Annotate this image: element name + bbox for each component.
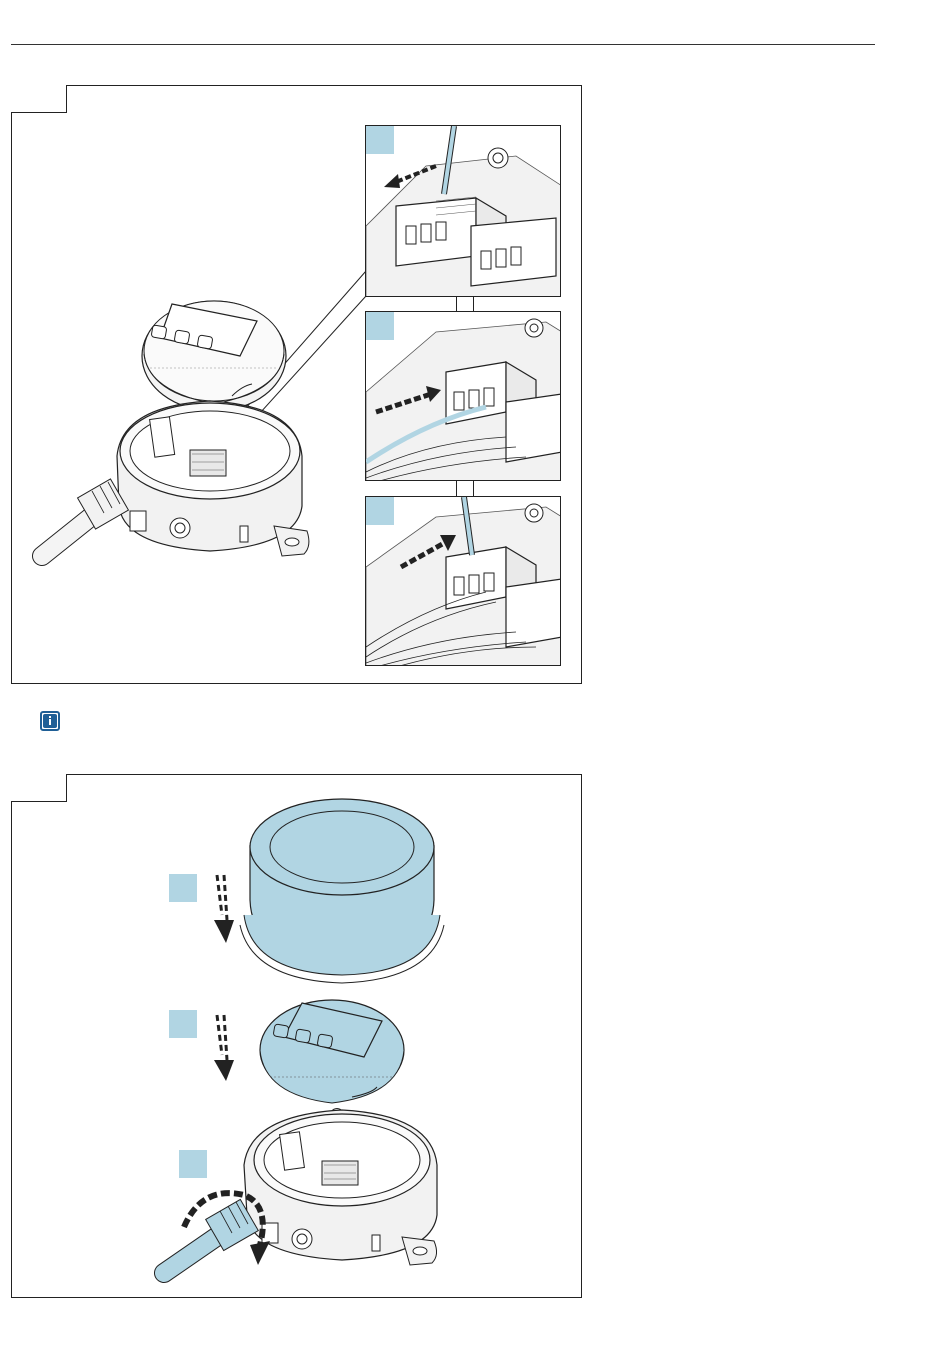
housing-cover — [240, 799, 444, 983]
step-badge — [169, 1010, 197, 1038]
step-badge — [169, 874, 197, 902]
step-badge — [366, 312, 394, 340]
housing — [244, 1110, 437, 1265]
inset-connector — [456, 297, 474, 311]
info-icon — [40, 711, 60, 731]
display-module — [260, 1000, 404, 1103]
step-badge — [179, 1150, 207, 1178]
inset-step-3 — [365, 496, 561, 666]
display-module — [142, 301, 286, 411]
wiring-figure — [11, 85, 582, 684]
inset-step-1 — [365, 125, 561, 297]
down-arrow — [214, 1015, 234, 1081]
cable-gland — [164, 1199, 258, 1273]
step-badge — [366, 497, 394, 525]
down-arrow — [214, 875, 234, 943]
inset-step-2 — [365, 311, 561, 481]
header-rule — [11, 44, 875, 45]
inset-connector — [456, 481, 474, 496]
step-badge — [366, 126, 394, 154]
housing — [117, 401, 309, 556]
assembly-drawing — [12, 775, 583, 1299]
assembly-figure — [11, 774, 582, 1298]
